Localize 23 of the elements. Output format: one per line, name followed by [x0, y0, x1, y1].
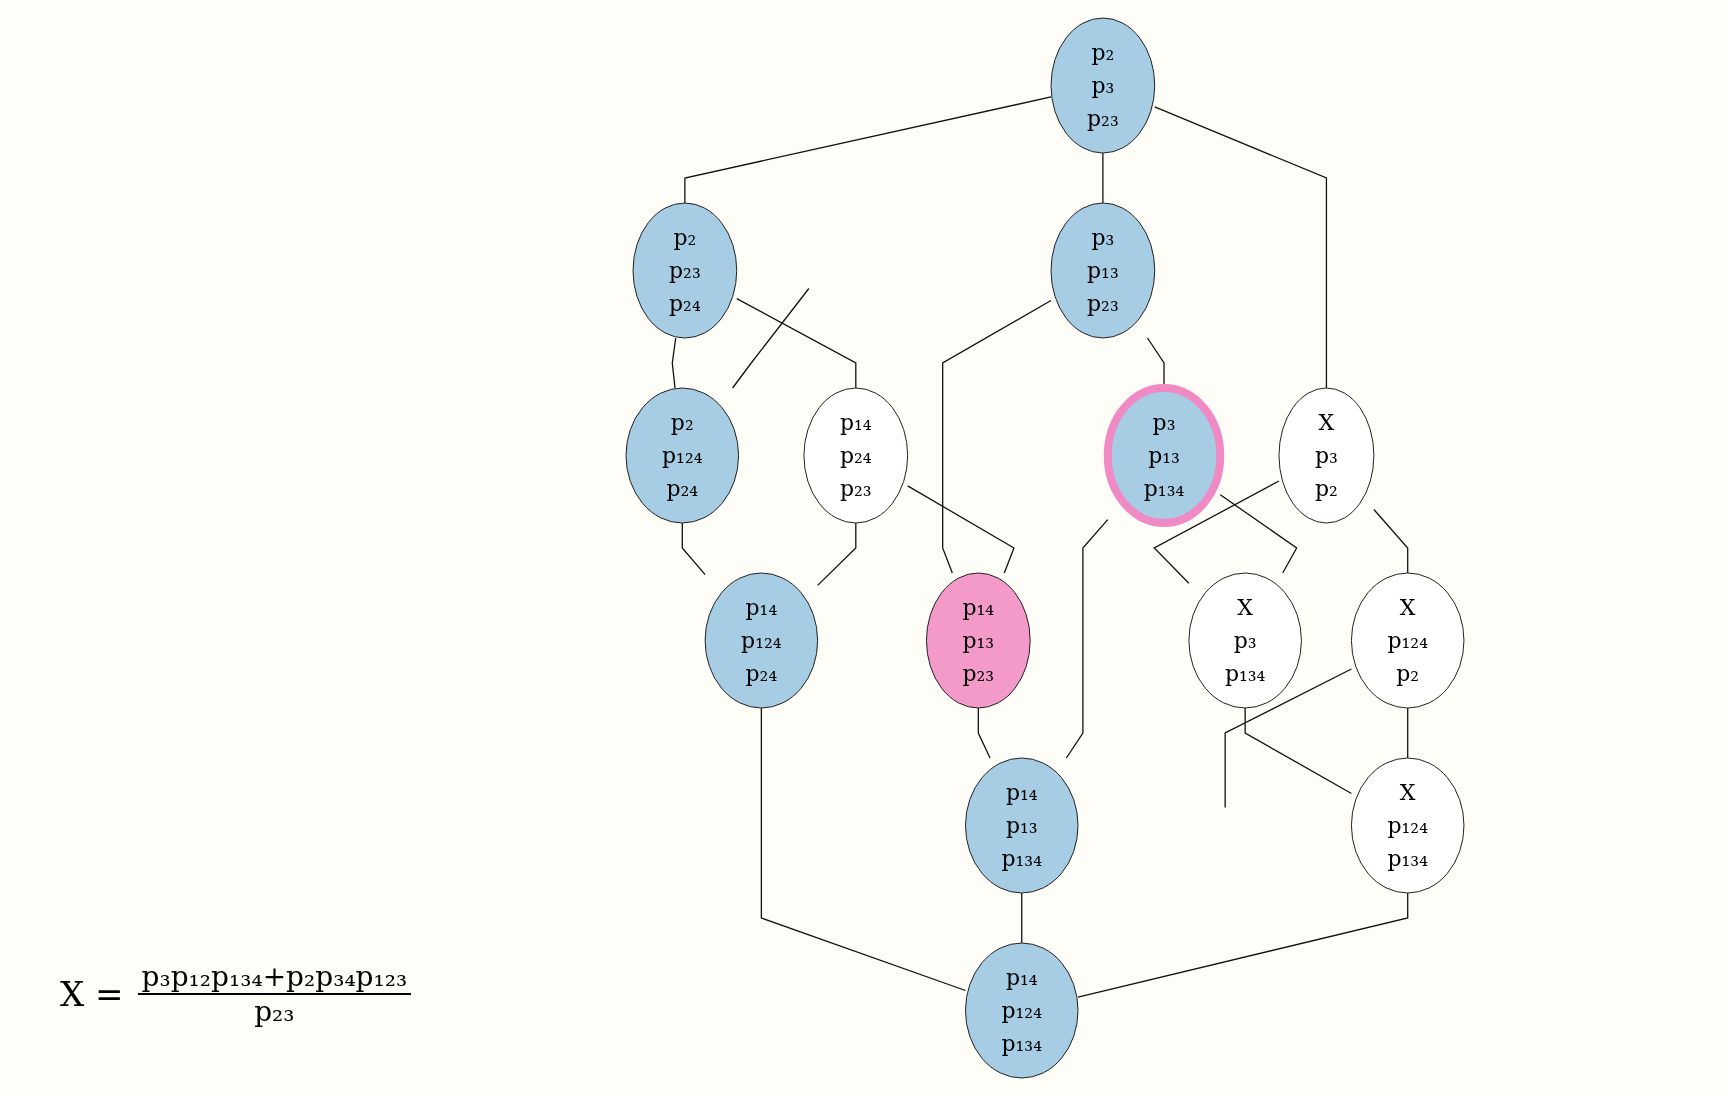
connector	[671, 337, 677, 389]
formula-text: X =	[60, 974, 124, 1014]
connector	[736, 297, 857, 389]
connector	[760, 707, 967, 992]
connector	[1244, 707, 1353, 795]
connector	[1153, 480, 1280, 584]
connector	[907, 485, 1015, 574]
connector	[1407, 707, 1409, 759]
connector	[1077, 892, 1409, 998]
connector	[1224, 668, 1353, 809]
connector	[1219, 494, 1298, 574]
connector	[1021, 892, 1023, 944]
formula-denominator: p₂₃	[254, 995, 295, 1028]
connector	[1373, 508, 1409, 574]
connector	[684, 96, 1052, 204]
connector	[731, 287, 810, 389]
connector	[977, 707, 991, 759]
connector	[681, 522, 706, 576]
connector	[942, 299, 1052, 574]
connector	[1154, 106, 1328, 389]
connector	[1102, 152, 1104, 204]
formula-numerator: p₃p₁₂p₁₃₄+p₂p₃₄p₁₂₃	[137, 960, 412, 995]
connector	[817, 522, 857, 587]
